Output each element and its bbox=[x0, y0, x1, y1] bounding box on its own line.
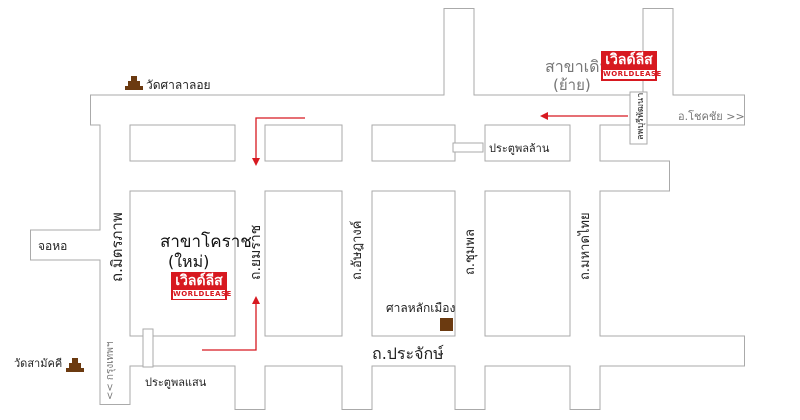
label-soi-sign: ลพบุรีพัฒนา bbox=[635, 93, 646, 140]
old-branch-subtitle: (ย้าย) bbox=[553, 76, 591, 94]
new-branch-title: สาขาโคราช bbox=[160, 231, 252, 252]
gate-phonsaen-marker bbox=[142, 328, 154, 368]
logo-old-branch-sub: WORLDLEASE bbox=[603, 70, 662, 79]
arrow-head-up bbox=[252, 296, 260, 304]
label-jor-hor: จอหอ bbox=[38, 239, 67, 253]
soi-sign-box bbox=[629, 91, 648, 145]
label-city-pillar: ศาลหลักเมือง bbox=[386, 301, 455, 315]
city-pillar-icon bbox=[440, 318, 453, 331]
label-direction-chokchai: อ.โชคชัย >> bbox=[678, 109, 745, 123]
arrow-head-down bbox=[252, 158, 260, 166]
label-pratu-phonlan: ประตูพลล้าน bbox=[489, 142, 550, 155]
label-wat-sala-loi: วัดศาลาลอย bbox=[146, 78, 211, 92]
label-road-chumphon: ถ.ชุมพล bbox=[463, 229, 478, 275]
arrow-head-left bbox=[540, 112, 548, 120]
label-wat-samakkhi: วัดสามัคคี bbox=[14, 357, 62, 370]
logo-old-branch-text: เวิลด์ลีส bbox=[605, 52, 653, 68]
label-pratu-phonsaen: ประตูพลแสน bbox=[145, 376, 207, 389]
label-direction-krungthep: << กรุงเทพฯ bbox=[105, 342, 116, 400]
new-branch-subtitle: (ใหม่) bbox=[168, 252, 209, 271]
logo-new-branch-sub: WORLDLEASE bbox=[173, 290, 232, 299]
arrow-heads bbox=[252, 112, 548, 304]
logo-old-branch: เวิลด์ลีส WORLDLEASE bbox=[601, 51, 662, 81]
old-branch-title: สาขาเดิม bbox=[545, 57, 610, 76]
label-road-atsadang: ถ.อัษฎางค์ bbox=[349, 221, 365, 280]
temple-icon-samakkhi bbox=[66, 358, 84, 372]
label-road-prachak: ถ.ประจักษ์ bbox=[372, 344, 444, 363]
logo-new-branch-text: เวิลด์ลีส bbox=[175, 273, 223, 289]
logo-new-branch: เวิลด์ลีส WORLDLEASE bbox=[171, 272, 232, 300]
gate-phonlan-marker bbox=[452, 142, 484, 153]
label-road-mahadthai: ถ.มหาดไทย bbox=[577, 212, 593, 280]
route-arrows bbox=[202, 115, 628, 351]
temple-icon-sala-loi bbox=[125, 76, 143, 90]
label-road-yommarat: ถ.ยมราช bbox=[248, 225, 264, 280]
label-road-mittraphap: ถ.มิตรภาพ bbox=[108, 212, 126, 282]
